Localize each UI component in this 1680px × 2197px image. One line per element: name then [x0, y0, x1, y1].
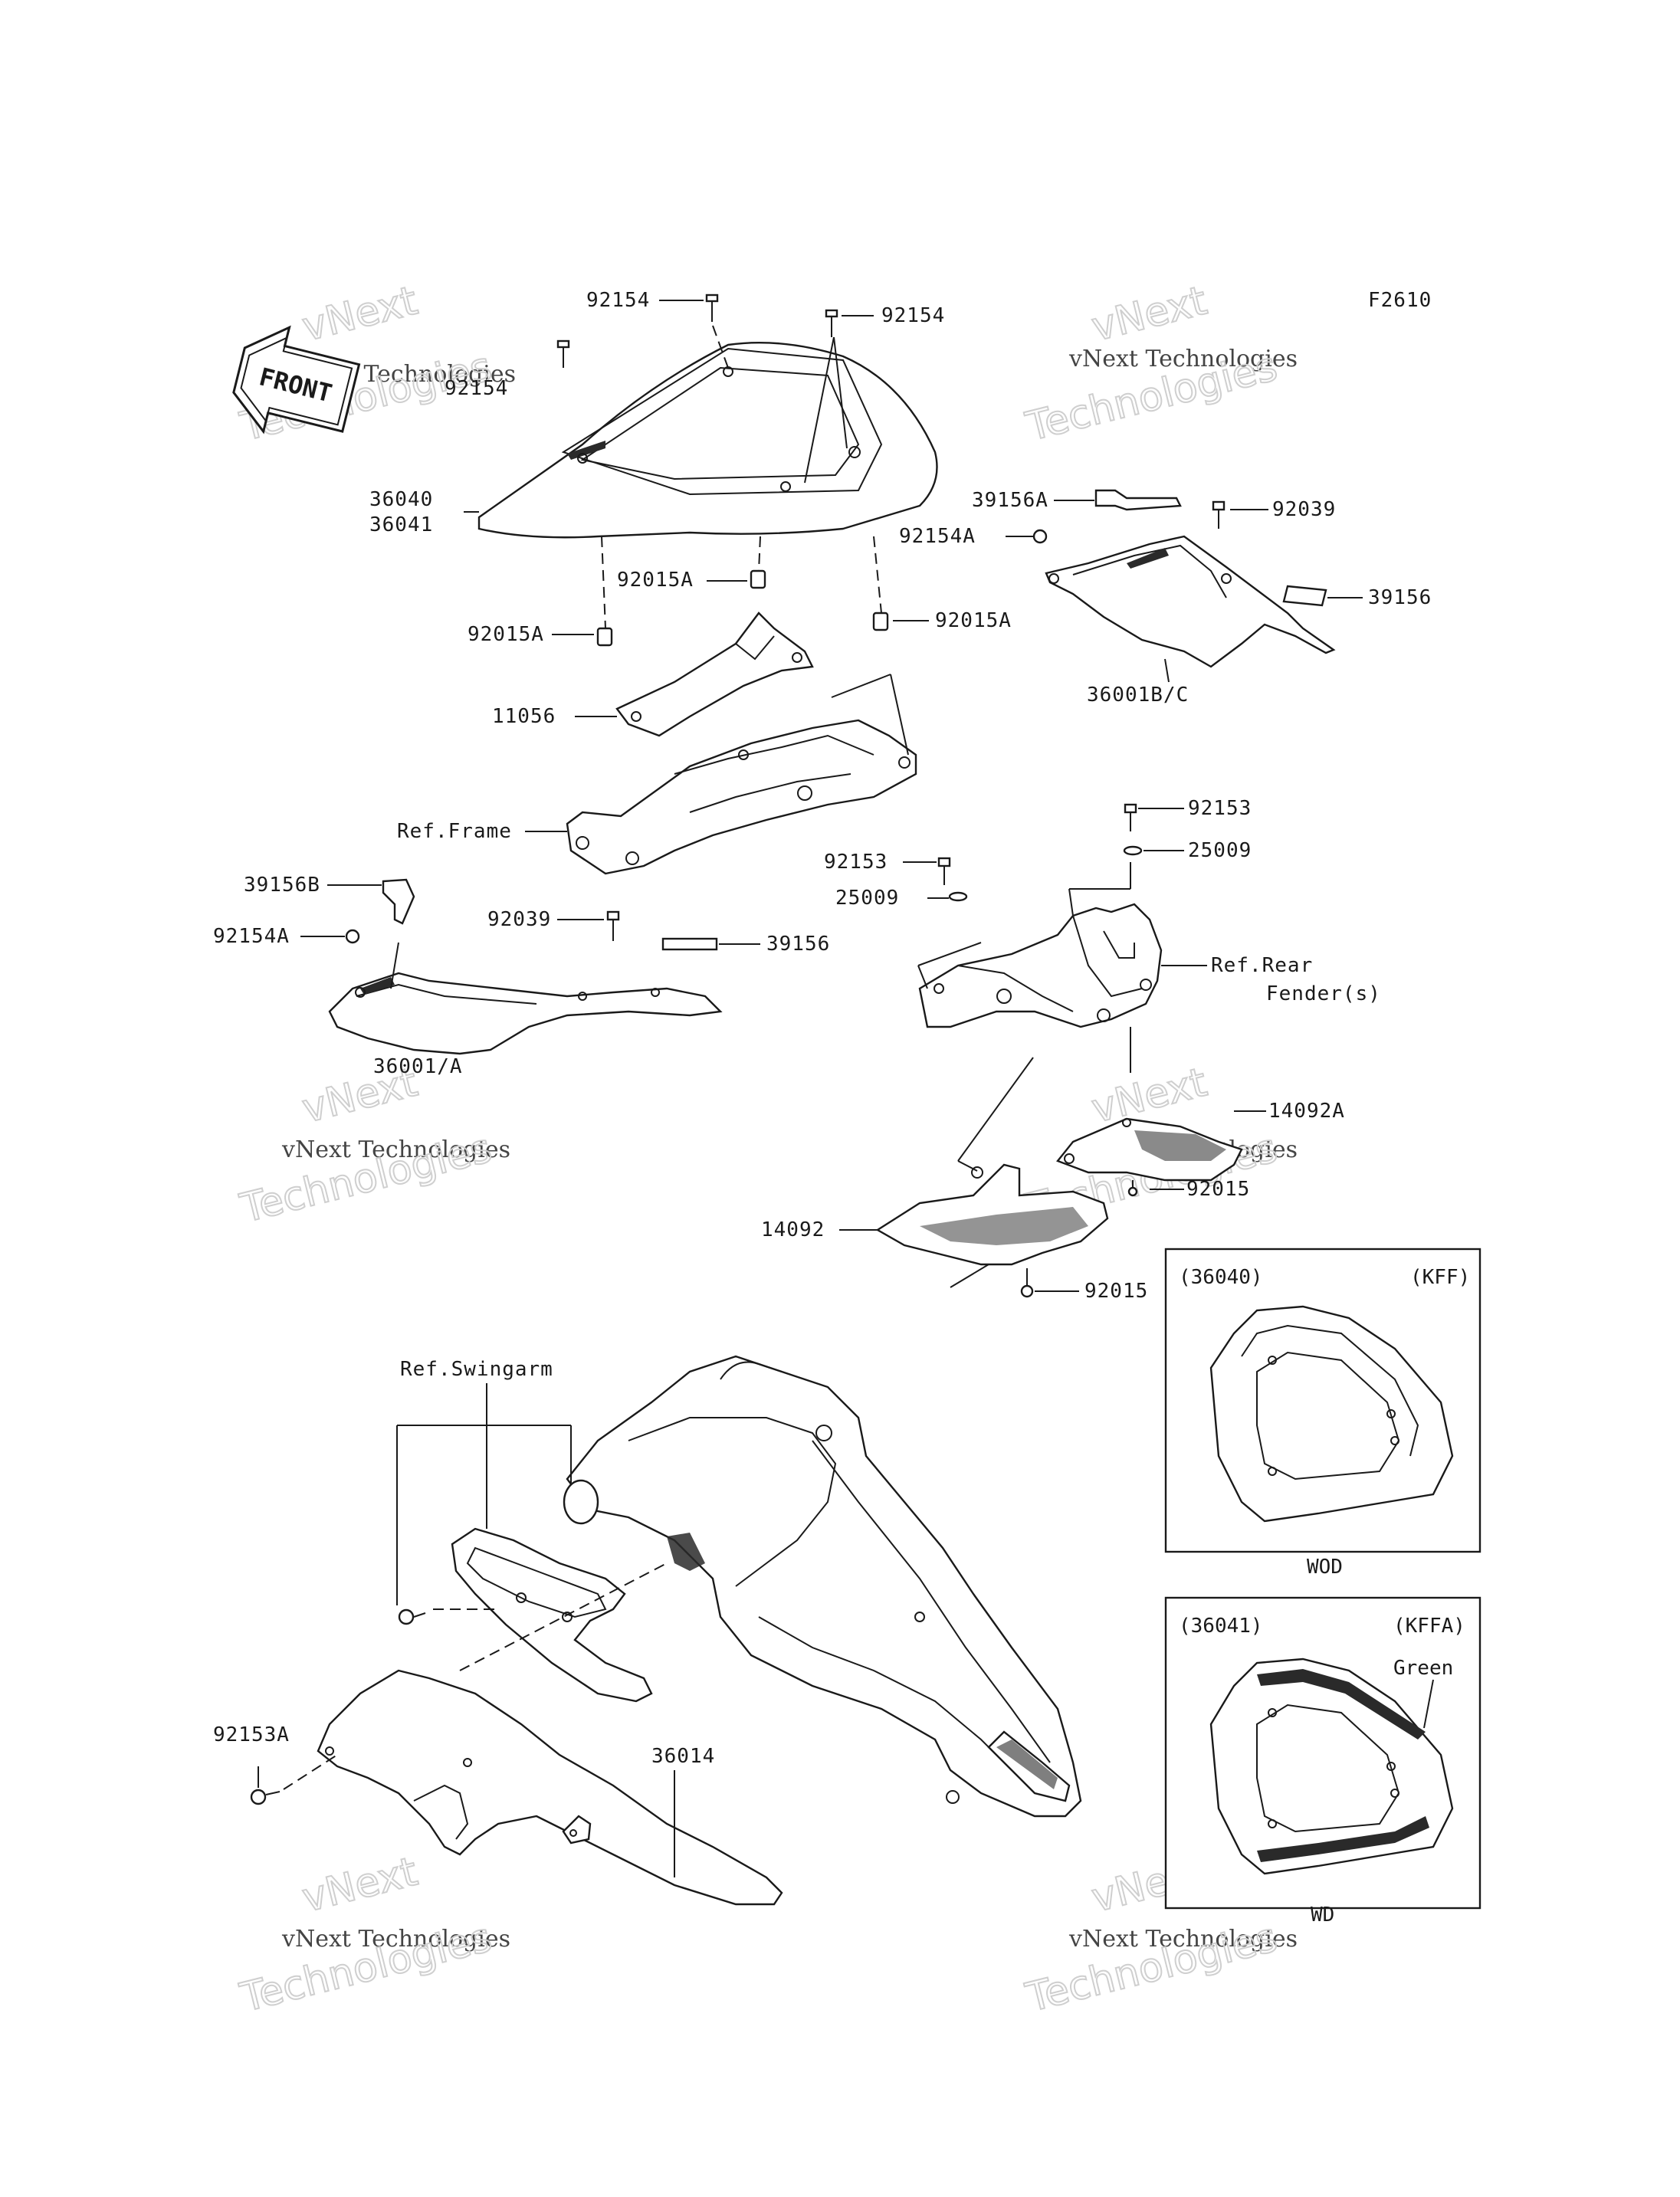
- sticker-39156-left: [661, 937, 718, 951]
- collar-icon: [872, 612, 889, 631]
- collar-icon: [596, 627, 613, 647]
- watermark-bottom-left: vNext vNext Technologies Technologies: [235, 1848, 510, 2022]
- label-ref-rear-fender-1: Ref.Rear: [1211, 954, 1313, 977]
- svg-text:vNext: vNext: [298, 1849, 422, 1922]
- swingarm: [563, 1355, 1082, 1818]
- front-arrow-icon: FRONT: [232, 325, 361, 434]
- label-11056: 11056: [492, 705, 556, 728]
- label-92153-upper: 92153: [1188, 797, 1252, 820]
- inset-wod-part: (36040): [1179, 1266, 1263, 1289]
- label-36001BC: 36001B/C: [1087, 684, 1189, 707]
- sticker-39156-right: [1282, 585, 1327, 607]
- reflector-14092: [875, 1163, 1109, 1266]
- label-36001A: 36001/A: [373, 1055, 463, 1078]
- label-92015-upper: 92015: [1186, 1178, 1250, 1201]
- inset-wd-model: (KFFA): [1393, 1615, 1465, 1638]
- frame-subframe: [566, 719, 917, 875]
- collar-icon: [750, 569, 766, 589]
- watermark-top-right: vNext vNext Technologies Technologies: [1021, 277, 1298, 451]
- inset-wd-color-note: Green: [1393, 1657, 1453, 1680]
- label-92015-lower: 92015: [1084, 1280, 1148, 1303]
- inset-wd-part: (36041): [1179, 1615, 1263, 1638]
- bolt-icon: [937, 857, 951, 885]
- watermark-mid-left: vNext vNext Technologies Technologies: [235, 1059, 510, 1233]
- label-92154-top-left: 92154: [586, 289, 650, 312]
- inset-wd-caption: WD: [1311, 1904, 1334, 1926]
- inset-box-wd: (36041) (KFFA) Green: [1164, 1596, 1481, 1910]
- bolt-icon: [705, 293, 719, 322]
- screw-icon: [345, 929, 360, 944]
- label-92015A-left: 92015A: [468, 623, 544, 646]
- label-39156-right: 39156: [1368, 586, 1432, 609]
- label-25009-lower: 25009: [835, 887, 899, 910]
- nut-icon: [1020, 1284, 1034, 1298]
- nut-icon: [1127, 1186, 1138, 1197]
- label-92154A-left: 92154A: [213, 925, 290, 948]
- side-cover-left: [328, 972, 723, 1055]
- label-ref-rear-fender-2: Fender(s): [1266, 982, 1381, 1005]
- svg-text:vNext: vNext: [298, 278, 422, 351]
- svg-text:vNext Technologies: vNext Technologies: [281, 1136, 510, 1163]
- chain-cover-36014: [317, 1669, 783, 1906]
- side-cover-right: [1045, 535, 1336, 668]
- washer-icon: [948, 891, 968, 902]
- rear-fender: [918, 903, 1163, 1028]
- label-ref-frame: Ref.Frame: [397, 820, 512, 843]
- label-ref-swingarm: Ref.Swingarm: [400, 1358, 553, 1381]
- washer-icon: [1123, 845, 1143, 856]
- chain-guide: [451, 1527, 653, 1703]
- label-92153-lower: 92153: [824, 851, 888, 874]
- bolt-icon: [556, 339, 570, 368]
- label-92015A-right: 92015A: [935, 609, 1012, 632]
- sticker-39156A: [1094, 489, 1182, 511]
- bolt-icon: [1212, 500, 1226, 529]
- reflector-14092A: [1056, 1117, 1243, 1182]
- svg-text:vNext Technologies: vNext Technologies: [1068, 346, 1298, 372]
- label-92154A-right: 92154A: [899, 525, 976, 548]
- inset-box-wod: (36040) (KFF): [1164, 1248, 1481, 1553]
- label-92154-left: 92154: [445, 377, 508, 400]
- svg-text:vNext Technologies: vNext Technologies: [1068, 1926, 1298, 1953]
- label-92153A: 92153A: [213, 1723, 290, 1746]
- label-14092A: 14092A: [1268, 1100, 1345, 1123]
- inset-wod-caption: WOD: [1307, 1556, 1343, 1579]
- screw-icon: [1032, 529, 1048, 544]
- label-14092: 14092: [761, 1218, 825, 1241]
- seat-cowl: [477, 341, 938, 539]
- label-39156-left: 39156: [766, 933, 830, 956]
- label-92154-top-right: 92154: [881, 304, 945, 327]
- bolt-icon: [250, 1789, 281, 1805]
- label-36041: 36041: [369, 513, 433, 536]
- sticker-39156B: [382, 878, 415, 925]
- svg-text:vNext Technologies: vNext Technologies: [281, 1926, 510, 1953]
- inset-wod-model: (KFF): [1410, 1266, 1470, 1289]
- bolt-icon: [1124, 803, 1137, 831]
- bolt-icon: [606, 910, 620, 941]
- label-92039-left: 92039: [487, 908, 551, 931]
- label-92039-right: 92039: [1272, 498, 1336, 521]
- label-25009-upper: 25009: [1188, 839, 1252, 862]
- label-39156A: 39156A: [972, 489, 1048, 512]
- bracket-11056: [615, 612, 814, 737]
- label-36040: 36040: [369, 488, 433, 511]
- label-92015A-center: 92015A: [617, 569, 694, 592]
- bolt-icon: [825, 309, 838, 337]
- bolt-icon: [398, 1608, 426, 1625]
- svg-text:vNext: vNext: [1088, 278, 1212, 351]
- figure-code: F2610: [1368, 289, 1432, 312]
- label-39156B: 39156B: [244, 874, 320, 897]
- label-36014: 36014: [651, 1745, 715, 1768]
